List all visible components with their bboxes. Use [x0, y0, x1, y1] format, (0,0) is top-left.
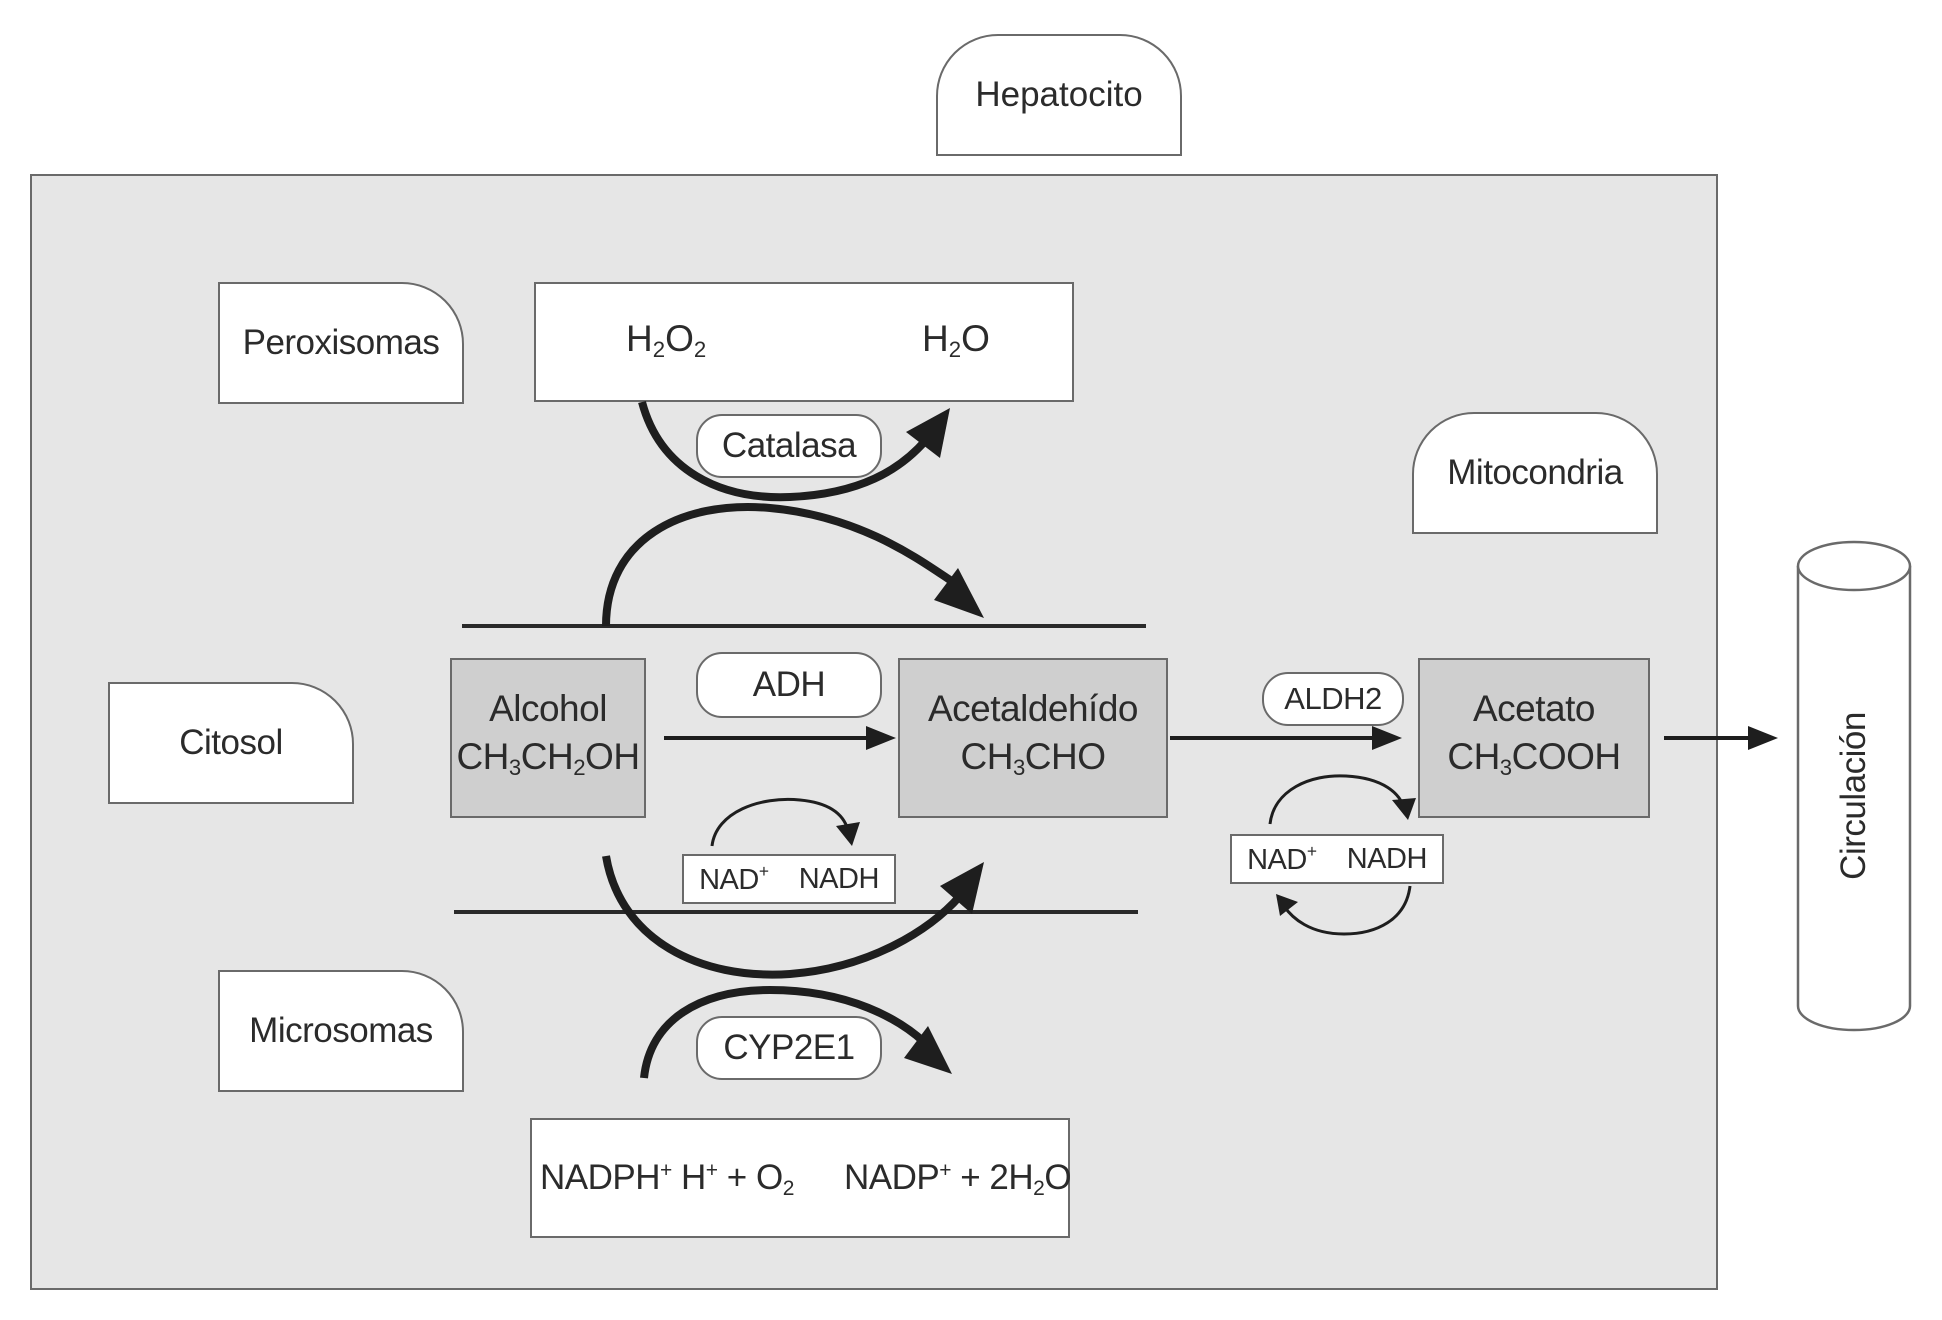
adh-nad-plus: NAD+	[699, 861, 769, 897]
aldh2-nad-upper-curve	[1268, 774, 1406, 825]
two-h-sub: 2	[1033, 1177, 1045, 1200]
peroxisomas-label: Peroxisomas	[242, 323, 440, 362]
acetaldehido-f1: CH	[960, 735, 1013, 777]
acetaldehido-s1: 3	[1012, 754, 1025, 780]
catalase-lower-arrowhead	[906, 408, 950, 458]
mitocondria-tab: Mitocondria	[1412, 412, 1658, 534]
acetato-formula: CH3COOH	[1447, 733, 1622, 792]
o2-text: + O	[717, 1158, 783, 1197]
alcohol-s2: 2	[573, 754, 586, 780]
cyp2e1-lower-arrowhead	[904, 1026, 952, 1074]
cyp2e1-enzyme-pill: CYP2E1	[696, 1016, 882, 1080]
adh-nad-arrowhead	[836, 822, 860, 846]
nadph-sup: +	[660, 1159, 672, 1182]
acetato-name: Acetato	[1473, 687, 1595, 729]
alcohol-compound-box: Alcohol CH3CH2OH	[450, 658, 646, 818]
circulation-cylinder-body	[1796, 566, 1912, 1032]
adh-enzyme-pill: ADH	[696, 652, 882, 718]
acetaldehido-name: Acetaldehído	[927, 687, 1139, 729]
aldh2-nadh-text: NADH	[1346, 842, 1428, 875]
nadp-text: NADP	[844, 1158, 940, 1197]
nadph-text: NADPH	[540, 1158, 661, 1197]
hplus-sup: +	[705, 1159, 718, 1182]
aldh2-arrowhead	[1372, 726, 1402, 750]
cyp2e1-lower-curve	[640, 985, 927, 1079]
acetaldehido-compound-box: Acetaldehído CH3CHO	[898, 658, 1168, 818]
cyp2e1-upper-curve	[602, 855, 963, 979]
nadp-products-label: NADP+ + 2H2O	[844, 1158, 1072, 1201]
h2o2-sub1: 2	[652, 337, 666, 362]
microsomas-label: Microsomas	[249, 1011, 433, 1050]
mitocondria-label: Mitocondria	[1447, 453, 1623, 492]
alcohol-formula: CH3CH2OH	[456, 733, 640, 792]
h2o2-label: H2O2	[626, 318, 706, 363]
hplus-text: H	[671, 1158, 706, 1197]
aldh2-nad-sup: +	[1306, 841, 1317, 861]
microsomas-tab: Microsomas	[218, 970, 464, 1092]
o2-sub: 2	[782, 1177, 795, 1200]
acetaldehido-formula: CH3CHO	[960, 733, 1106, 792]
h2o2-o: O	[665, 318, 694, 359]
circulation-cylinder-top	[1796, 540, 1912, 592]
alcohol-f3: OH	[585, 735, 640, 777]
circulacion-label: Circulación	[1834, 712, 1873, 880]
acetato-f2: COOH	[1511, 735, 1622, 777]
alcohol-s1: 3	[508, 754, 521, 780]
alcohol-f2: CH	[520, 735, 574, 777]
adh-nad-sup: +	[758, 861, 769, 881]
adh-label: ADH	[752, 665, 826, 704]
aldh2-enzyme-pill: ALDH2	[1262, 672, 1404, 726]
catalase-lower-curve	[638, 400, 930, 502]
citosol-tab: Citosol	[108, 682, 354, 804]
aldh2-nad-upper-arrowhead	[1392, 798, 1416, 820]
catalase-upper-curve	[602, 503, 953, 627]
catalasa-label: Catalasa	[721, 426, 857, 465]
cyp2e1-label: CYP2E1	[723, 1028, 855, 1067]
acetato-compound-box: Acetato CH3COOH	[1418, 658, 1650, 818]
adh-nad-text: NAD	[699, 864, 759, 896]
h2o2-h: H	[626, 318, 653, 359]
acetato-f1: CH	[1447, 735, 1500, 777]
hepatocito-label: Hepatocito	[975, 75, 1143, 114]
citosol-label: Citosol	[179, 723, 283, 762]
aldh2-cofactor-box: NAD+ NADH	[1230, 834, 1444, 884]
acetato-s1: 3	[1499, 754, 1512, 780]
adh-nad-curve	[710, 797, 850, 847]
alcohol-f1: CH	[456, 735, 509, 777]
aldh2-label: ALDH2	[1284, 681, 1382, 716]
two-h-text: + 2H	[951, 1158, 1034, 1197]
aldh2-nad-text: NAD	[1247, 844, 1307, 876]
microsome-reaction-box	[530, 1118, 1070, 1238]
catalase-upper-arrowhead	[934, 568, 984, 618]
acetate-export-arrowhead	[1748, 726, 1778, 750]
catalasa-enzyme-pill: Catalasa	[696, 414, 882, 478]
acetaldehido-f2: CHO	[1024, 735, 1106, 777]
adh-arrowhead	[866, 726, 896, 750]
aldh2-nad-plus: NAD+	[1247, 841, 1317, 877]
hepatocito-tab: Hepatocito	[936, 34, 1182, 156]
h2o-label: H2O	[922, 318, 990, 363]
cyp2e1-upper-arrowhead	[940, 862, 984, 914]
adh-cofactor-box: NAD+ NADH	[682, 854, 896, 904]
h2o-o: O	[961, 318, 990, 359]
h2o2-sub2: 2	[693, 337, 707, 362]
h2o-h: H	[922, 318, 949, 359]
h2o-sub1: 2	[948, 337, 962, 362]
aldh2-nad-lower-arrowhead	[1276, 894, 1298, 916]
peroxisomas-tab: Peroxisomas	[218, 282, 464, 404]
peroxisome-reaction-box	[534, 282, 1074, 402]
adh-nadh-text: NADH	[798, 862, 880, 895]
nadp-sup: +	[939, 1159, 952, 1182]
alcohol-name: Alcohol	[489, 687, 607, 729]
nadph-reactants-label: NADPH+ H+ + O2	[540, 1158, 794, 1201]
aldh2-nad-lower-curve	[1282, 885, 1412, 936]
water-o-text: O	[1044, 1158, 1072, 1197]
